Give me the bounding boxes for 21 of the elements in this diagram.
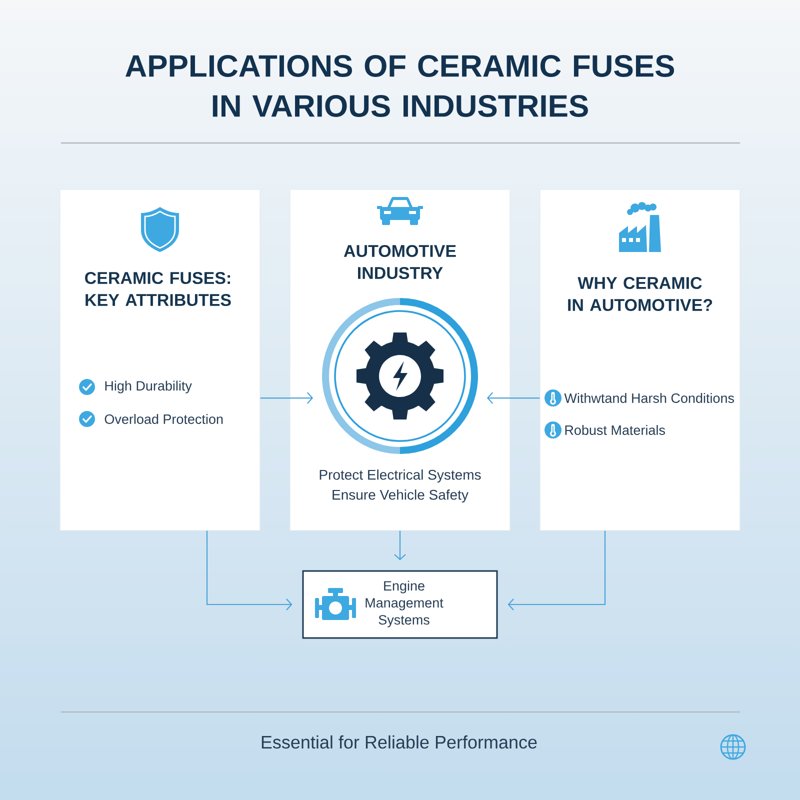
arrow bbox=[394, 530, 406, 560]
card-heading: CERAMIC FUSES: KEY ATTRIBUTES bbox=[85, 272, 231, 306]
list-item: High Durability bbox=[105, 380, 192, 394]
process-box: Engine Management Systems bbox=[302, 570, 498, 639]
card-text: Protect Electrical Systems bbox=[320, 469, 481, 483]
arrow bbox=[508, 530, 606, 610]
card bbox=[540, 189, 740, 531]
card bbox=[60, 189, 260, 531]
card-text: Ensure Vehicle Safety bbox=[332, 489, 468, 503]
list-item: Withwtand Harsh Conditions bbox=[564, 393, 734, 403]
arrow bbox=[486, 392, 540, 404]
card bbox=[290, 189, 510, 531]
gear-circle bbox=[322, 298, 478, 454]
card-heading: AUTOMOTIVE INDUSTRY bbox=[344, 244, 456, 280]
arrow bbox=[260, 392, 314, 404]
arrow bbox=[206, 530, 292, 610]
list-item: Overload Protection bbox=[104, 414, 223, 424]
card-heading: WHY CERAMIC IN AUTOMOTIVE? bbox=[568, 276, 712, 312]
list-item: Robust Materials bbox=[565, 425, 665, 435]
caption: Essential for Reliable Performance bbox=[262, 735, 537, 749]
title: APPLICATIONS OF CERAMIC FUSES IN VARIOUS INDUSTRIES bbox=[126, 55, 674, 117]
